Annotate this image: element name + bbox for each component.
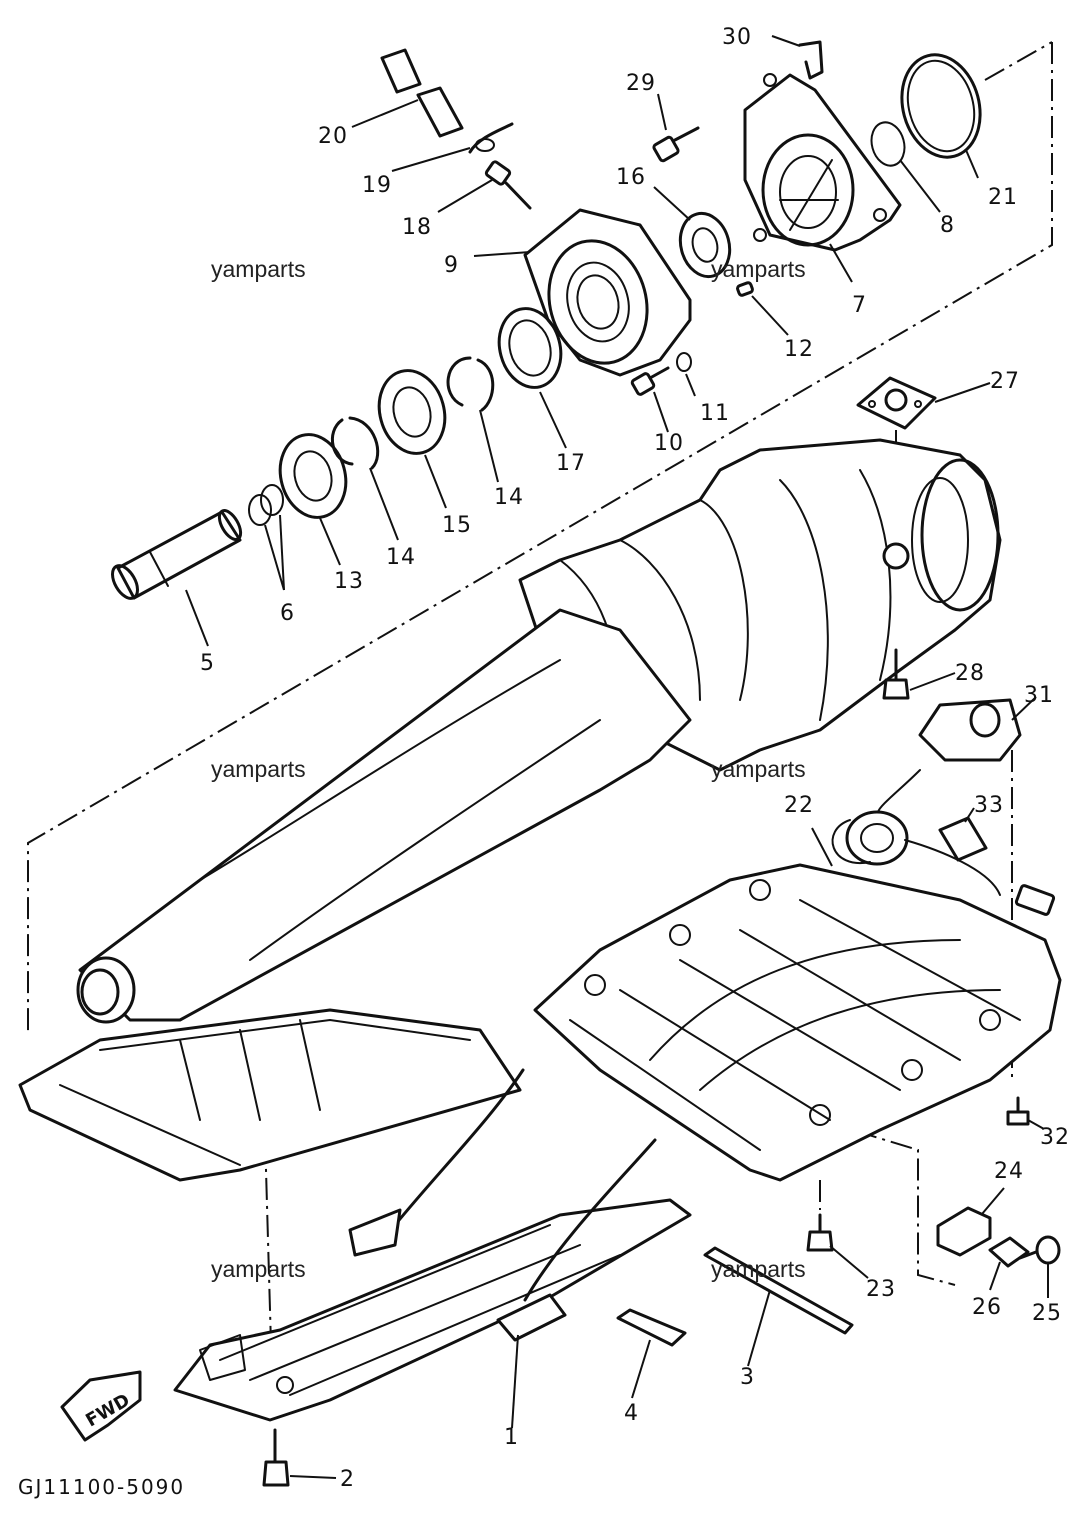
part-30-clip: [798, 40, 824, 80]
part-31-sensor: [918, 698, 1022, 762]
part-1-intake-grate: [173, 1068, 692, 1422]
callout-6: 6: [280, 601, 295, 626]
part-4-pad: [616, 1308, 687, 1347]
callout-4: 4: [624, 1401, 639, 1426]
watermarks: yamparts yamparts yamparts yamparts yamp…: [211, 256, 806, 1282]
callout-14-upper: 14: [494, 485, 524, 510]
sensor-cable: [831, 769, 1056, 916]
watermark: yamparts: [711, 1256, 806, 1282]
watermark: yamparts: [711, 756, 806, 782]
part-18-bolt: [484, 160, 532, 210]
watermark: yamparts: [711, 256, 806, 282]
callout-8: 8: [940, 213, 955, 238]
callout-1: 1: [504, 1425, 519, 1450]
callout-25: 25: [1032, 1301, 1062, 1326]
part-25-bolt: [1018, 1235, 1061, 1265]
drawing-code: GJ11100-5090: [18, 1475, 185, 1499]
part-23-bolt: [806, 1213, 834, 1252]
callout-22: 22: [784, 793, 814, 818]
part-3-strip: [703, 1246, 854, 1335]
callout-31: 31: [1024, 683, 1054, 708]
watermark: yamparts: [211, 1256, 306, 1282]
callout-26: 26: [972, 1295, 1002, 1320]
callout-15: 15: [442, 513, 472, 538]
callout-12: 12: [784, 337, 814, 362]
part-10-bolt: [630, 366, 670, 396]
callout-23: 23: [866, 1277, 896, 1302]
part-20-pin: [380, 48, 464, 138]
part-14-circlip-upper: [446, 356, 495, 412]
part-7-housing: [743, 73, 902, 252]
watermark: yamparts: [211, 256, 306, 282]
part-33-sleeve: [938, 816, 988, 862]
callout-18: 18: [402, 215, 432, 240]
part-26-plate: [988, 1236, 1030, 1268]
callout-27: 27: [990, 369, 1020, 394]
callout-9: 9: [444, 253, 459, 278]
part-15-bearing: [377, 369, 447, 455]
part-19-clip: [468, 122, 514, 154]
part-2-bolt: [262, 1428, 290, 1487]
callout-28: 28: [955, 661, 985, 686]
watermark: yamparts: [211, 756, 306, 782]
callout-3: 3: [740, 1365, 755, 1390]
part-17-snap-ring: [497, 307, 563, 389]
part-8-disc: [870, 121, 906, 167]
ride-plate-frame-left: [18, 1008, 522, 1182]
callout-5: 5: [200, 651, 215, 676]
callout-33: 33: [974, 793, 1004, 818]
part-9-bearing-housing: [523, 208, 692, 377]
leader-lines: [185, 35, 1049, 1479]
part-24-block: [936, 1206, 992, 1257]
callout-29: 29: [626, 71, 656, 96]
intake-duct: [76, 608, 692, 1024]
callout-11: 11: [700, 401, 730, 426]
callout-19: 19: [362, 173, 392, 198]
part-6-shims: [248, 484, 284, 526]
callout-13: 13: [334, 569, 364, 594]
part-27-plate: [856, 376, 937, 430]
callout-16: 16: [616, 165, 646, 190]
part-5-shaft: [111, 509, 243, 600]
callout-10: 10: [654, 431, 684, 456]
fwd-arrow-icon: FWD: [60, 1370, 142, 1442]
part-12-dowel: [736, 281, 754, 297]
part-13-bearing: [278, 433, 348, 519]
part-14-circlip-lower: [331, 416, 380, 470]
callout-17: 17: [556, 451, 586, 476]
part-32-screw: [1006, 1096, 1030, 1126]
part-21-o-ring: [900, 53, 982, 159]
part-11-washer: [676, 352, 692, 372]
callout-7: 7: [852, 293, 867, 318]
callout-20: 20: [318, 124, 348, 149]
callout-21: 21: [988, 185, 1018, 210]
callout-24: 24: [994, 1159, 1024, 1184]
part-28-bolt: [882, 648, 910, 700]
callout-labels: 30 29 20 19 18 16 9 21 8 7 12 11 10 17 1…: [200, 25, 1070, 1492]
part-29-bolt: [652, 126, 700, 163]
part-16-seal: [678, 211, 732, 279]
callout-2: 2: [340, 1467, 355, 1492]
callout-14-lower: 14: [386, 545, 416, 570]
part-22-ride-plate: [533, 863, 1062, 1182]
callout-32: 32: [1040, 1125, 1070, 1150]
callout-30: 30: [722, 25, 752, 50]
